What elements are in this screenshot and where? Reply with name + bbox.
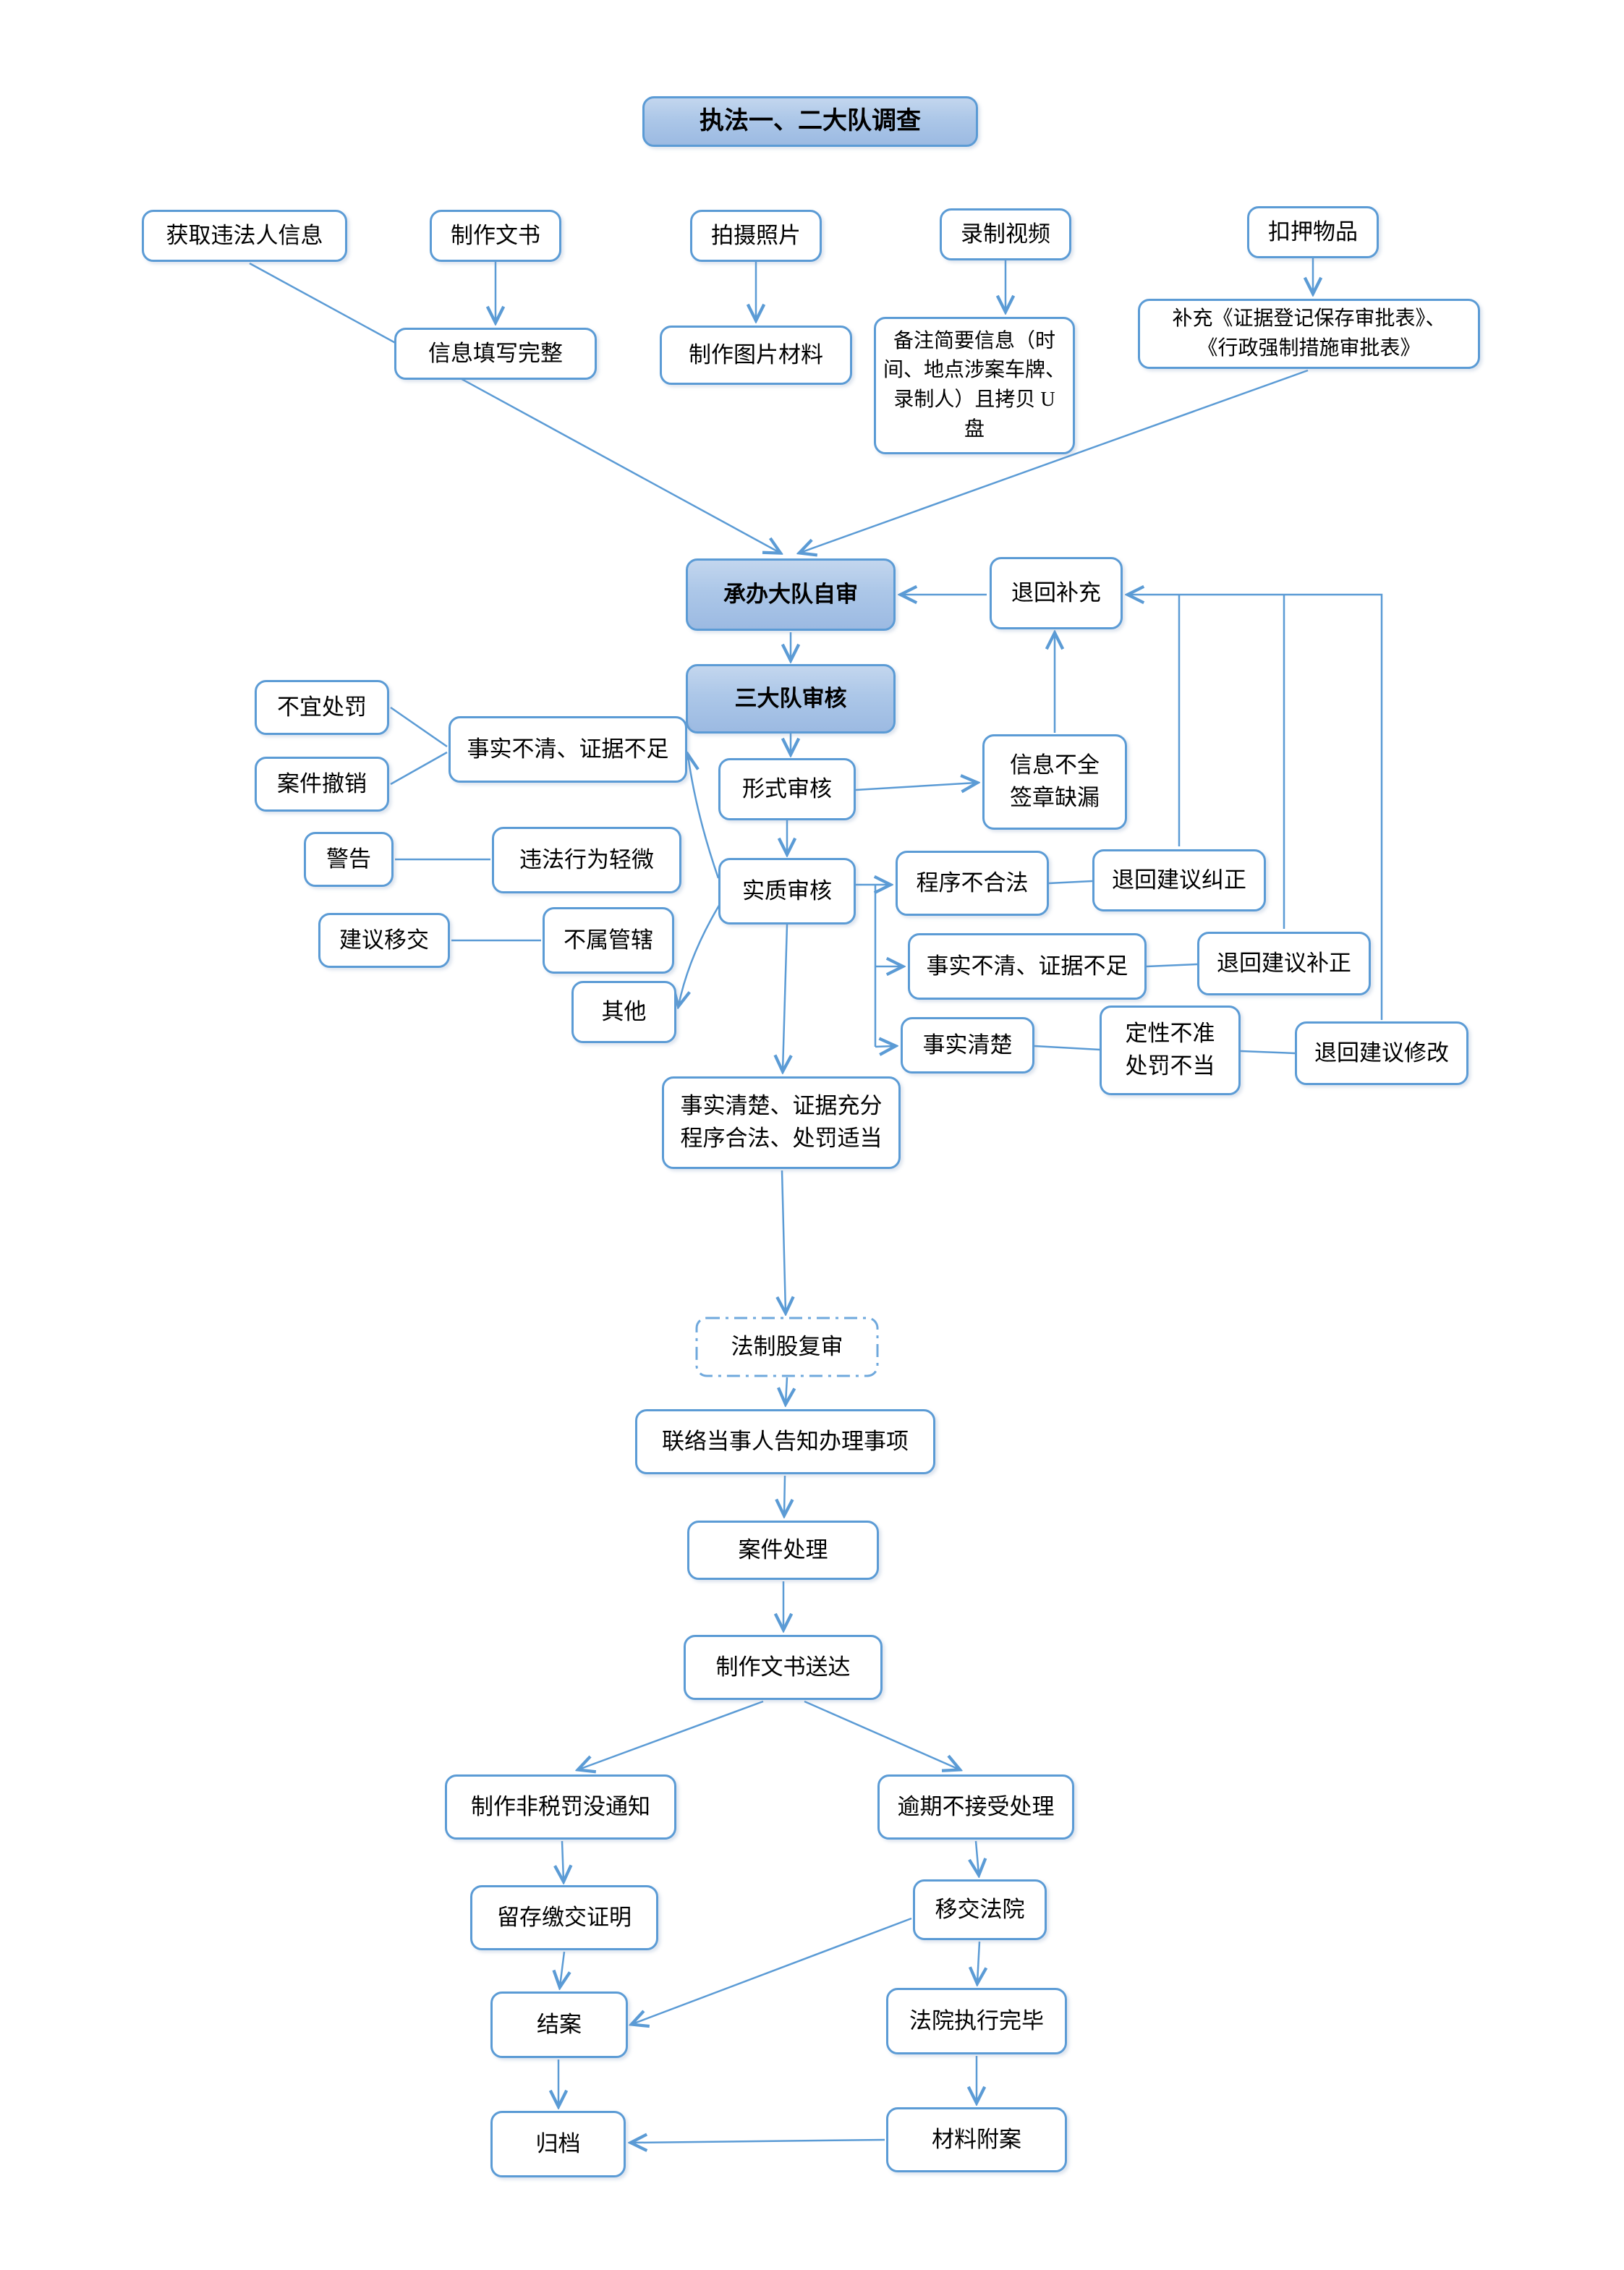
edge-feishui-liucun (562, 1840, 564, 1881)
node-chengxu: 程序不合法 (896, 851, 1049, 916)
node-anjian-chexiao: 案件撤销 (255, 757, 389, 812)
node-guidang: 归档 (490, 2111, 626, 2177)
node-kouya: 扣押物品 (1247, 206, 1379, 258)
node-zhizuo-songda: 制作文书送达 (684, 1635, 883, 1700)
node-xinxi-buquan: 信息不全 签章缺漏 (982, 734, 1127, 830)
node-bushu-guanxia: 不属管辖 (543, 907, 674, 974)
edge-songda-yuqi (804, 1700, 959, 1769)
node-yuqi: 逾期不接受处理 (877, 1774, 1074, 1840)
edge-liucun-jiean (560, 1951, 564, 1986)
edge-sszj-fazhigu (782, 1170, 786, 1312)
node-title: 执法一、二大队调查 (642, 96, 978, 147)
node-xingshi: 形式审核 (718, 758, 856, 820)
node-paishe: 拍摄照片 (690, 210, 822, 262)
edge-chexiao-ssbqL (390, 751, 448, 786)
node-luzhi: 录制视频 (940, 208, 1071, 260)
node-sandadui: 三大队审核 (686, 664, 896, 734)
node-buyi: 不宜处罚 (255, 680, 389, 735)
edge-fazhigu-lianluo (786, 1377, 787, 1403)
node-fazhigu: 法制股复审 (731, 1333, 843, 1359)
node-anjian-chuli: 案件处理 (687, 1521, 879, 1580)
edge-huoqu-chengban (249, 262, 780, 553)
node-shizhi: 实质审核 (718, 858, 856, 924)
edge-shizhi-qita (679, 904, 721, 1006)
edge-buyi-ssbqL (390, 706, 448, 748)
node-shishi-qingchu: 事实清楚 (901, 1017, 1034, 1074)
node-jiean: 结案 (490, 1991, 628, 2058)
edge-yijiao-jiean (632, 1917, 912, 2024)
edge-buchong-chengban (800, 369, 1309, 553)
edge-lianluo-anjianchuli (784, 1475, 785, 1515)
node-weifa-qingwei: 违法行为轻微 (492, 827, 681, 893)
edge-songda-feishui (579, 1700, 764, 1769)
node-sszj: 事实清楚、证据充分 程序合法、处罚适当 (662, 1076, 901, 1169)
node-tuihui-xiugai: 退回建议修改 (1295, 1021, 1468, 1085)
edge-chengxu-jiuzheng (1048, 880, 1093, 885)
node-tuihui-buzheng: 退回建议补正 (1197, 932, 1371, 995)
edge-shizhi-sszj (783, 924, 787, 1071)
node-tuihui-buchong: 退回补充 (990, 557, 1123, 629)
node-fayuan-zhixing: 法院执行完毕 (886, 1988, 1067, 2054)
edge-yuqi-yijiao (976, 1840, 979, 1874)
node-huoqu: 获取违法人信息 (142, 210, 347, 262)
edge-shizhi-ssbqL (688, 755, 720, 879)
node-xinxi-tianxie: 信息填写完整 (394, 328, 597, 380)
node-liucun: 留存缴交证明 (470, 1885, 658, 1950)
node-cailiao-fuan: 材料附案 (886, 2107, 1067, 2172)
node-beizhu: 备注简要信息（时 间、地点涉案车牌、 录制人）且拷贝 U 盘 (874, 317, 1075, 454)
node-zhizuo-wenshu: 制作文书 (430, 210, 561, 262)
node-tuihui-jiuzheng: 退回建议纠正 (1092, 849, 1266, 911)
edge-return-bus (1128, 595, 1383, 1020)
edge-xingshi-xinxibuquan (855, 783, 977, 790)
node-chengban: 承办大队自审 (686, 558, 896, 631)
node-dingxing: 定性不准 处罚不当 (1100, 1006, 1241, 1095)
node-lianluo: 联络当事人告知办理事项 (635, 1409, 935, 1474)
node-jinggao: 警告 (304, 832, 394, 887)
node-qita: 其他 (571, 981, 676, 1043)
node-ssbq-right: 事实不清、证据不足 (908, 933, 1147, 1000)
node-feishui: 制作非税罚没通知 (445, 1774, 676, 1840)
edge-cailiao-guidang (632, 2140, 885, 2143)
node-yijiao-fayuan: 移交法院 (913, 1879, 1047, 1940)
edge-dingxing-xiugai (1240, 1050, 1296, 1055)
node-jianyi-yijiao: 建议移交 (318, 913, 450, 968)
edge-ssqc-dingxing (1034, 1045, 1100, 1051)
node-zhizuo-tupian: 制作图片材料 (660, 326, 852, 385)
node-ssbq-left: 事实不清、证据不足 (448, 716, 687, 783)
edge-branch-ssqc (875, 1046, 895, 1047)
node-buchong: 补充《证据登记保存审批表》、 《行政强制措施审批表》 (1138, 299, 1480, 369)
fazhigu-dashdot-border (695, 1317, 879, 1377)
edge-yijiao-fayuanzhixing (977, 1941, 979, 1983)
edge-ssbqR-buzheng (1146, 963, 1198, 968)
